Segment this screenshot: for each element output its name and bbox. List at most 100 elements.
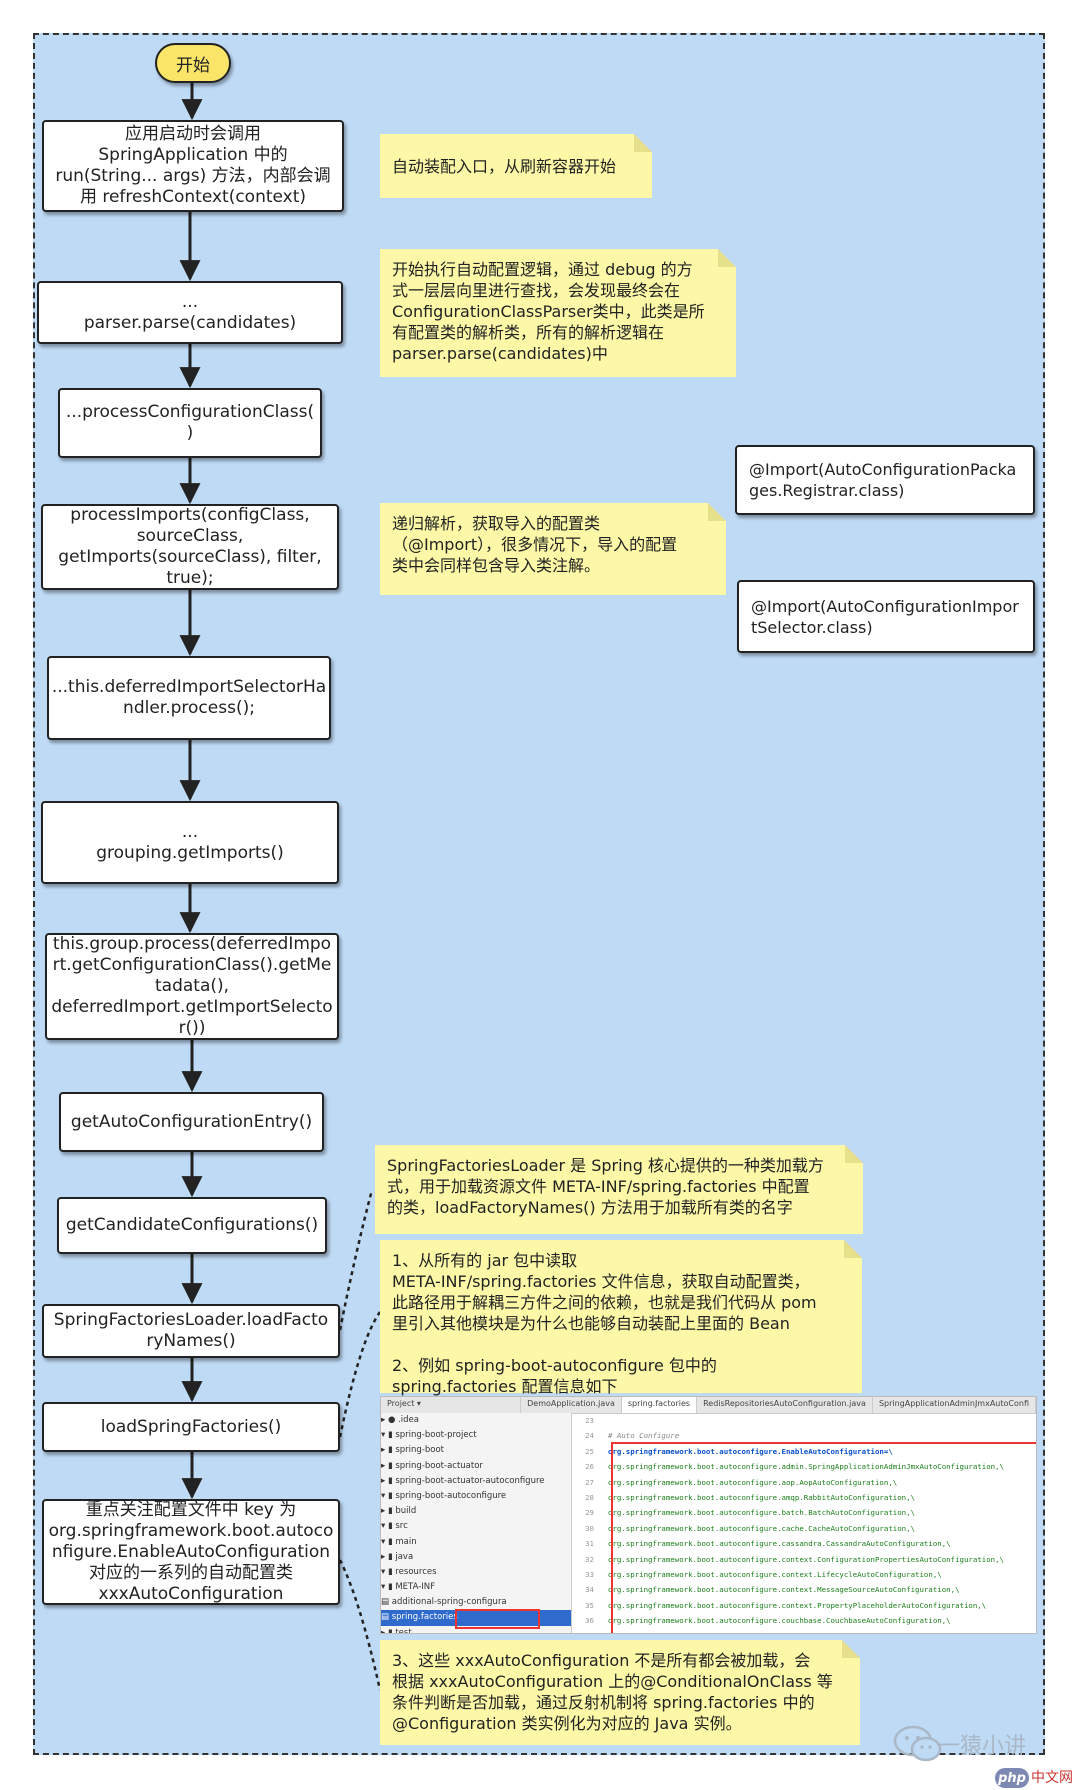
- code-line: 34 org.springframework.boot.autoconfigure…: [572, 1582, 1036, 1597]
- flow-node-process-imports: processImports(configClass, sourceClass,…: [41, 504, 339, 590]
- note-spring-factories-loader: SpringFactoriesLoader 是 Spring 核心提供的一种类加…: [375, 1145, 863, 1234]
- note-auto-config-entry-text: 自动装配入口，从刷新容器开始: [392, 156, 617, 176]
- code-text: org.springframework.boot.autoconfigure.a…: [608, 1492, 916, 1502]
- code-line: 23: [572, 1413, 1036, 1428]
- tree-item: ▾ ▮ spring-boot-project: [381, 1430, 477, 1441]
- line-number: 32: [585, 1554, 594, 1564]
- tree-item-spring-factories-selected: ▤ spring.factories: [381, 1610, 571, 1626]
- line-number: 23: [585, 1416, 594, 1425]
- line-number: 27: [585, 1477, 594, 1487]
- import-registrar-box: @Import(AutoConfigurationPacka ges.Regis…: [735, 445, 1035, 515]
- code-text: org.springframework.boot.autoconfigure.c…: [608, 1539, 951, 1549]
- code-text: org.springframework.boot.autoconfigure.c…: [608, 1554, 1005, 1564]
- tree-item: ▸ ▮ java: [381, 1551, 414, 1562]
- flow-node-group-process: this.group.process(deferredImpo rt.getCo…: [45, 933, 339, 1040]
- code-line: 25 org.springframework.boot.autoconfigure…: [572, 1444, 1036, 1459]
- code-text: org.springframework.boot.autoconfigure.c…: [608, 1600, 987, 1610]
- code-text: org.springframework.boot.autoconfigure.c…: [608, 1585, 960, 1595]
- line-number: 36: [585, 1616, 594, 1626]
- code-text: org.springframework.boot.autoconfigure.b…: [608, 1508, 916, 1518]
- note-recursive-import-text: 递归解析，获取导入的配置类 （@Import），很多情况下，导入的配置 类中会同…: [392, 514, 678, 575]
- note-read-spring-factories-text: 1、从所有的 jar 包中读取 META-INF/spring.factorie…: [392, 1251, 817, 1396]
- code-text: org.springframework.boot.autoconfigure.E…: [608, 1446, 893, 1456]
- ide-tab-redis-repositories: RedisRepositoriesAutoConfiguration.java: [697, 1397, 873, 1413]
- flow-node-get-candidate-configurations: getCandidateConfigurations(): [57, 1197, 327, 1254]
- code-line: 35 org.springframework.boot.autoconfigure…: [572, 1598, 1036, 1613]
- tree-item: ▸ ▮ spring-boot-actuator: [381, 1460, 483, 1471]
- flow-node-deferred-import-handler: ...this.deferredImportSelectorHa ndler.p…: [47, 656, 331, 740]
- tree-item: ▾ ▮ spring-boot-autoconfigure: [381, 1490, 507, 1501]
- start-label: 开始: [176, 55, 210, 76]
- ide-tab-demo-application: DemoApplication.java: [521, 1397, 622, 1413]
- flow-node-key-enable-auto-configuration: 重点关注配置文件中 key 为 org.springframework.boot…: [42, 1499, 340, 1605]
- line-number: 31: [585, 1539, 594, 1549]
- code-line: 31 org.springframework.boot.autoconfigure…: [572, 1536, 1036, 1551]
- line-number: 33: [585, 1569, 594, 1579]
- php-logo: php: [995, 1768, 1029, 1788]
- note-auto-config-entry: 自动装配入口，从刷新容器开始: [380, 134, 652, 198]
- tree-item: ▸ ▮ build: [381, 1506, 417, 1517]
- flow-node-run: 应用启动时会调用 SpringApplication 中的 run(String…: [42, 120, 344, 212]
- code-text: # Auto Configure: [608, 1431, 680, 1441]
- flow-node-load-factory-names: SpringFactoriesLoader.loadFacto ryNames(…: [42, 1304, 340, 1358]
- tree-item: ▤ additional-spring-configura: [381, 1597, 507, 1608]
- line-number: 24: [585, 1431, 594, 1441]
- ide-tab-bar: Project ▾ DemoApplication.java spring.fa…: [381, 1397, 1036, 1414]
- ide-tab-project: Project ▾: [381, 1397, 522, 1413]
- line-number: 34: [585, 1585, 594, 1595]
- code-line: 32 org.springframework.boot.autoconfigure…: [572, 1552, 1036, 1567]
- tree-item: ▸ ● .idea: [381, 1415, 419, 1425]
- ide-project-tree: ▸ ● .idea ▾ ▮ spring-boot-project ▸ ▮ sp…: [381, 1413, 572, 1633]
- flow-node-process-configuration-class: ...processConfigurationClass( ): [58, 388, 322, 458]
- note-debug-parser-text: 开始执行自动配置逻辑，通过 debug 的方 式一层层向里进行查找，会发现最终会…: [392, 260, 705, 363]
- note-debug-parser: 开始执行自动配置逻辑，通过 debug 的方 式一层层向里进行查找，会发现最终会…: [380, 249, 736, 377]
- code-line: 33 org.springframework.boot.autoconfigure…: [572, 1567, 1036, 1582]
- tree-item: ▾ ▮ main: [381, 1536, 417, 1547]
- tree-item: ▾ ▮ src: [381, 1521, 408, 1532]
- php-site-label: 中文网: [1031, 1770, 1073, 1786]
- tree-item: ▾ ▮ resources: [381, 1566, 437, 1577]
- tree-item: ▾ ▮ META-INF: [381, 1582, 436, 1593]
- flow-node-load-spring-factories: loadSpringFactories(): [42, 1402, 340, 1452]
- wechat-icon: [893, 1725, 943, 1763]
- code-text: org.springframework.boot.autoconfigure.a…: [608, 1477, 898, 1487]
- tree-item: ▸ ▮ test: [381, 1627, 412, 1634]
- flow-node-get-auto-configuration-entry: getAutoConfigurationEntry(): [59, 1092, 324, 1152]
- code-text: org.springframework.boot.autoconfigure.c…: [608, 1569, 942, 1579]
- code-text: org.springframework.boot.autoconfigure.c…: [608, 1523, 916, 1533]
- import-registrar-text: @Import(AutoConfigurationPacka ges.Regis…: [749, 460, 1017, 500]
- note-conditional-loading-text: 3、这些 xxxAutoConfiguration 不是所有都会被加载，会 根据…: [392, 1651, 833, 1733]
- code-text: org.springframework.boot.autoconfigure.a…: [608, 1462, 1005, 1472]
- note-conditional-loading: 3、这些 xxxAutoConfiguration 不是所有都会被加载，会 根据…: [380, 1640, 860, 1745]
- line-number: 30: [585, 1523, 594, 1533]
- ide-screenshot: Project ▾ DemoApplication.java spring.fa…: [380, 1396, 1037, 1634]
- code-line: 30 org.springframework.boot.autoconfigure…: [572, 1521, 1036, 1536]
- flow-node-grouping-get-imports: ... grouping.getImports(): [41, 801, 339, 884]
- code-line: 29 org.springframework.boot.autoconfigure…: [572, 1505, 1036, 1520]
- tree-item: ▸ ▮ spring-boot: [381, 1445, 445, 1456]
- line-number: 28: [585, 1492, 594, 1502]
- import-selector-text: @Import(AutoConfigurationImpor tSelector…: [751, 596, 1019, 637]
- line-number: 35: [585, 1600, 594, 1610]
- code-line: 24 # Auto Configure: [572, 1428, 1036, 1443]
- flow-node-parser-parse: ... parser.parse(candidates): [37, 281, 343, 344]
- ide-tab-spring-factories: spring.factories: [621, 1397, 698, 1413]
- line-number: 26: [585, 1462, 594, 1472]
- dotted-link-loader: [338, 1189, 374, 1331]
- line-number: 29: [585, 1508, 594, 1518]
- line-number: 25: [585, 1446, 594, 1456]
- code-line: 26 org.springframework.boot.autoconfigure…: [572, 1459, 1036, 1474]
- note-spring-factories-loader-text: SpringFactoriesLoader 是 Spring 核心提供的一种类加…: [387, 1156, 824, 1217]
- note-read-spring-factories: 1、从所有的 jar 包中读取 META-INF/spring.factorie…: [380, 1240, 862, 1396]
- dotted-link-read: [338, 1311, 382, 1438]
- note-recursive-import: 递归解析，获取导入的配置类 （@Import），很多情况下，导入的配置 类中会同…: [380, 503, 726, 595]
- watermark-text: 一猿小讲: [938, 1734, 1027, 1759]
- ide-code-editor: 23 24 # Auto Configure 25 org.springframew…: [572, 1413, 1036, 1633]
- code-line: 28 org.springframework.boot.autoconfigure…: [572, 1490, 1036, 1505]
- code-line: 36 org.springframework.boot.autoconfigure…: [572, 1613, 1036, 1628]
- start-node: 开始: [155, 43, 231, 83]
- ide-tab-admin-jmx: SpringApplicationAdminJmxAutoConfi: [873, 1397, 1036, 1413]
- dotted-link-conditional: [338, 1559, 382, 1691]
- code-text: org.springframework.boot.autoconfigure.c…: [608, 1616, 951, 1626]
